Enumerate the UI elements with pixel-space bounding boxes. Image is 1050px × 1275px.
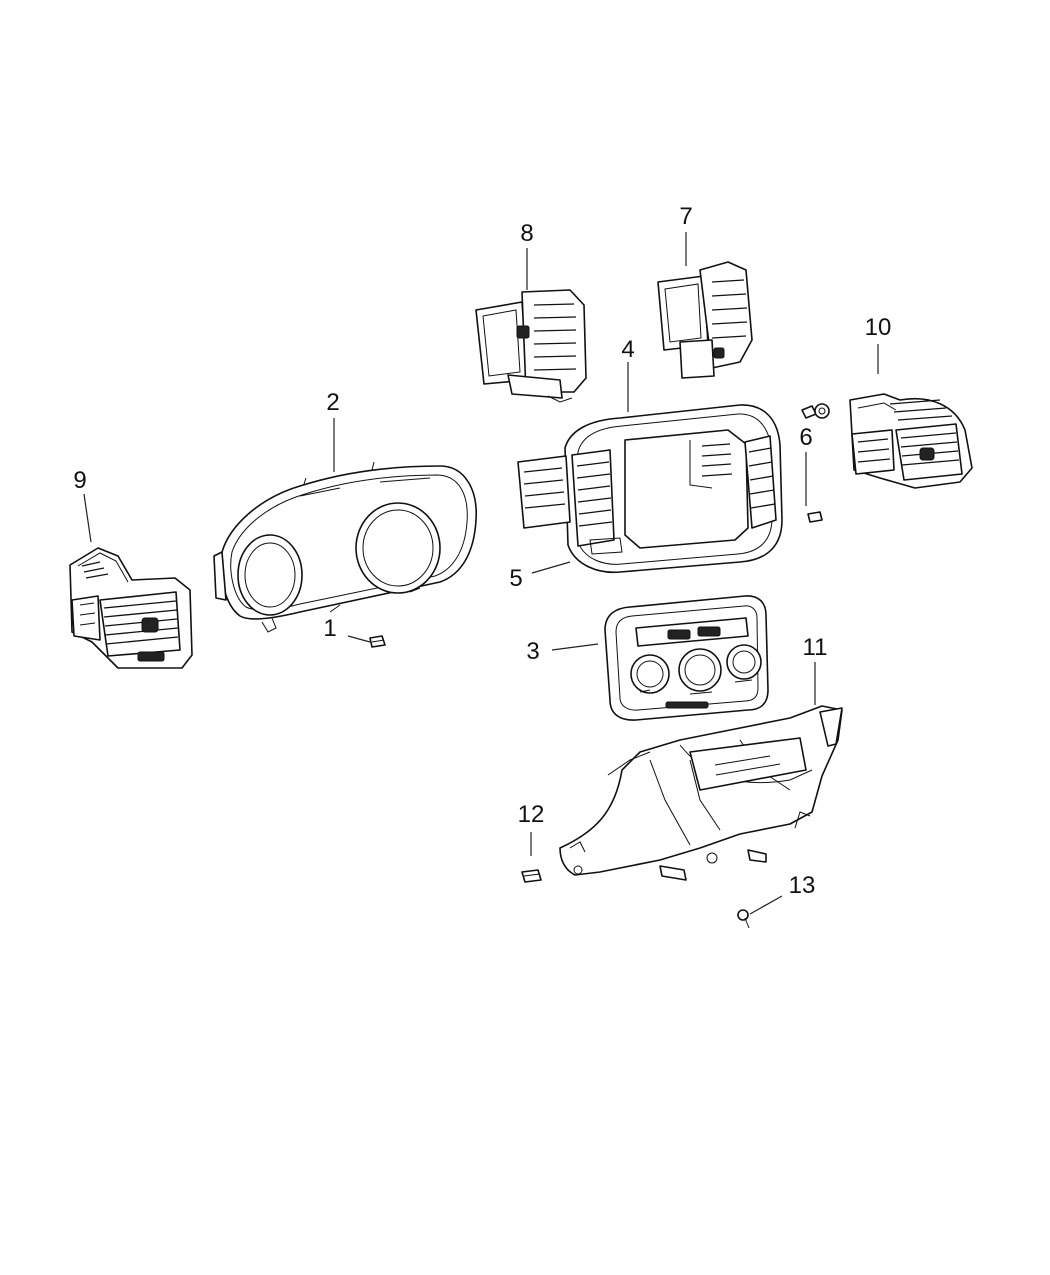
callout-2: 2 bbox=[326, 389, 339, 416]
part-11-lower-bezel bbox=[559, 705, 843, 881]
callout-10: 10 bbox=[865, 314, 892, 341]
leader-9 bbox=[83, 493, 92, 543]
part-3-climate-control bbox=[604, 595, 769, 721]
part-12-clip bbox=[521, 869, 542, 883]
part-7-center-vent-right bbox=[657, 261, 753, 379]
callout-1: 1 bbox=[323, 615, 336, 642]
part-9-left-air-vent bbox=[69, 547, 193, 669]
callout-6: 6 bbox=[799, 424, 812, 451]
callout-labels: 1 2 3 4 5 6 7 8 9 10 11 12 13 bbox=[73, 203, 891, 899]
callout-7: 7 bbox=[679, 203, 692, 230]
callout-8: 8 bbox=[520, 220, 533, 247]
part-8-center-vent-left bbox=[475, 289, 587, 403]
callout-11: 11 bbox=[803, 634, 828, 661]
part-13-screw bbox=[737, 909, 750, 929]
leader-1 bbox=[347, 635, 371, 643]
callout-9: 9 bbox=[73, 467, 86, 494]
callout-4: 4 bbox=[621, 336, 634, 363]
leader-5 bbox=[531, 561, 571, 574]
part-1-clip bbox=[369, 635, 386, 648]
leader-lines bbox=[83, 232, 879, 915]
part-2-cluster-bezel bbox=[213, 461, 477, 633]
part-6-fastener bbox=[801, 403, 830, 523]
part-4-center-bezel bbox=[517, 404, 783, 574]
part-10-right-air-vent bbox=[849, 393, 973, 489]
callout-12: 12 bbox=[518, 801, 545, 828]
callout-3: 3 bbox=[526, 638, 539, 665]
leader-3 bbox=[551, 643, 599, 651]
callout-5: 5 bbox=[509, 565, 522, 592]
callout-13: 13 bbox=[789, 872, 816, 899]
leader-13 bbox=[749, 895, 783, 915]
